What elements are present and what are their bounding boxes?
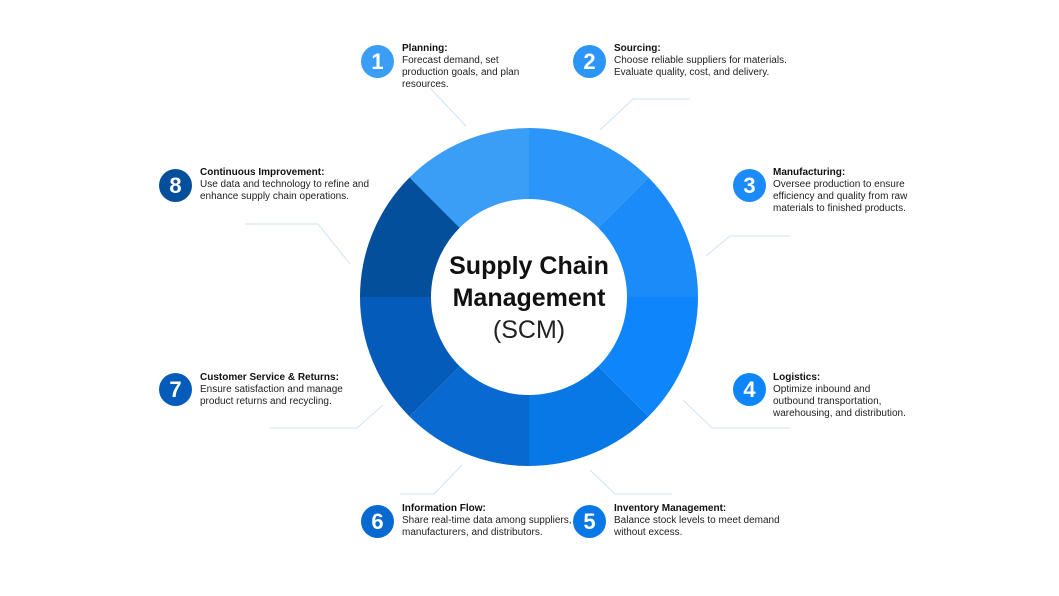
step-5: Inventory Management:Balance stock level… [614, 503, 789, 539]
step-7: Customer Service & Returns:Ensure satisf… [200, 372, 375, 408]
connector-lines [245, 87, 790, 495]
center-line1: Supply Chain [449, 252, 609, 280]
connector-3 [705, 235, 790, 257]
step-badge-1: 1 [361, 45, 394, 78]
connector-2 [599, 98, 690, 131]
step-description: Optimize inbound and outbound transporta… [773, 384, 906, 419]
step-1: Planning:Forecast demand, set production… [402, 43, 542, 91]
connector-5 [589, 469, 672, 495]
donut-segment-8 [360, 177, 460, 297]
center-line2: Management [452, 284, 606, 312]
step-title: Planning: [402, 43, 448, 54]
connector-4 [682, 399, 790, 429]
step-title: Manufacturing: [773, 167, 846, 178]
step-title: Inventory Management: [614, 503, 727, 514]
donut-segment-2 [529, 128, 649, 228]
step-description: Oversee production to ensure efficiency … [773, 179, 908, 214]
step-badge-2: 2 [573, 45, 606, 78]
donut-segment-5 [529, 366, 649, 466]
step-description: Balance stock levels to meet demand with… [614, 515, 780, 538]
step-2: Sourcing:Choose reliable suppliers for m… [614, 43, 789, 79]
step-title: Continuous Improvement: [200, 167, 325, 178]
step-title: Logistics: [773, 372, 821, 383]
donut-segment-6 [409, 366, 529, 466]
step-title: Customer Service & Returns: [200, 372, 339, 383]
step-description: Share real-time data among suppliers, ma… [402, 515, 572, 538]
step-badge-5: 5 [573, 505, 606, 538]
donut-segment-4 [598, 297, 698, 417]
donut-segment-7 [360, 297, 460, 417]
step-badge-7: 7 [159, 373, 192, 406]
donut-segment-3 [598, 177, 698, 297]
connector-7 [270, 404, 384, 429]
step-badge-6: 6 [361, 505, 394, 538]
connector-1 [429, 87, 467, 127]
step-4: Logistics:Optimize inbound and outbound … [773, 372, 908, 420]
donut-segment-1 [409, 128, 529, 228]
step-title: Sourcing: [614, 43, 661, 54]
connector-6 [400, 464, 463, 495]
step-6: Information Flow:Share real-time data am… [402, 503, 577, 539]
step-badge-4: 4 [733, 373, 766, 406]
step-description: Use data and technology to refine and en… [200, 179, 370, 202]
step-3: Manufacturing:Oversee production to ensu… [773, 167, 948, 215]
step-badge-8: 8 [159, 169, 192, 202]
connector-8 [245, 223, 351, 265]
step-8: Continuous Improvement:Use data and tech… [200, 167, 375, 203]
step-description: Ensure satisfaction and manage product r… [200, 384, 343, 407]
step-description: Forecast demand, set production goals, a… [402, 55, 520, 90]
center-abbr: (SCM) [492, 316, 566, 344]
step-description: Choose reliable suppliers for materials.… [614, 55, 787, 78]
center-title: Supply Chain Management (SCM) [429, 250, 629, 346]
step-badge-3: 3 [733, 169, 766, 202]
step-title: Information Flow: [402, 503, 486, 514]
